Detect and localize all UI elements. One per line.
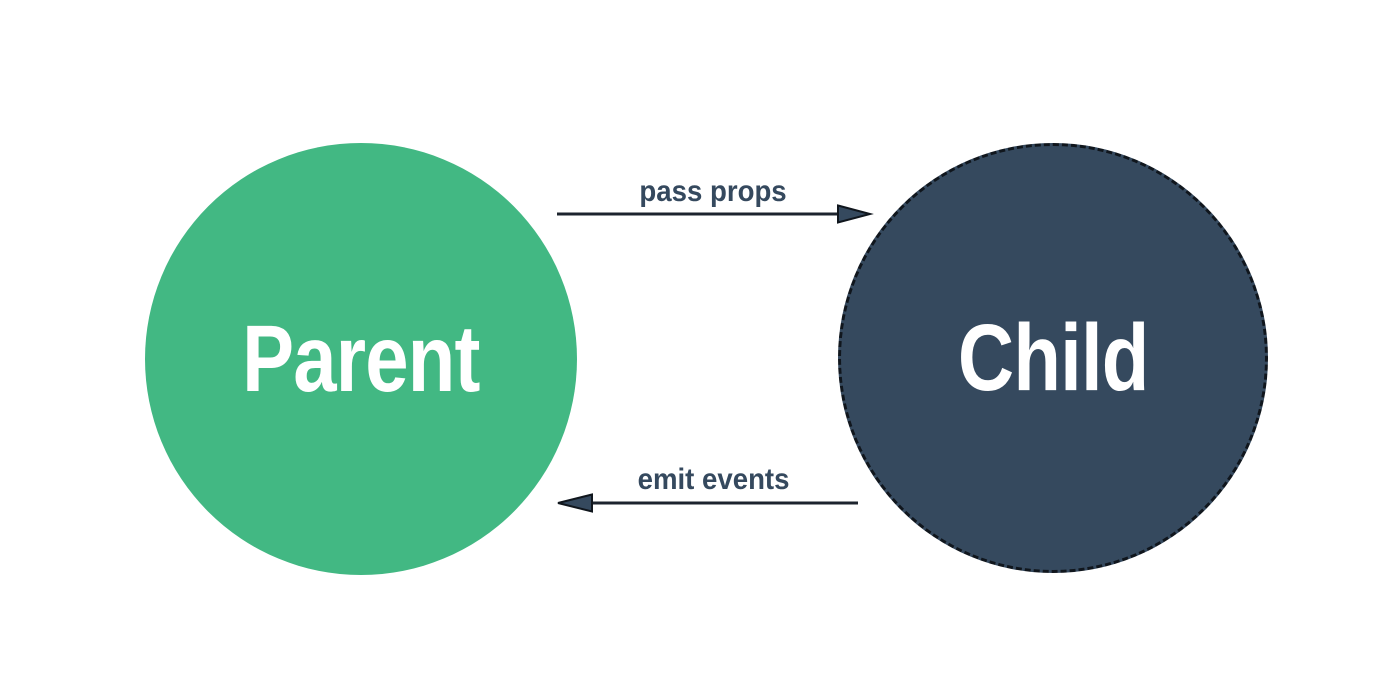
child-node: Child bbox=[838, 143, 1268, 573]
emit-events-arrow bbox=[557, 493, 858, 513]
emit-events-arrowhead-icon bbox=[557, 493, 593, 513]
emit-events-label-text: emit events bbox=[637, 463, 790, 496]
pass-props-arrowhead-icon bbox=[837, 204, 874, 224]
parent-node: Parent bbox=[145, 143, 577, 575]
pass-props-arrow bbox=[557, 204, 874, 224]
pass-props-label-text: pass props bbox=[639, 175, 788, 208]
pass-props-label: pass props bbox=[557, 177, 870, 207]
child-node-label: Child bbox=[957, 304, 1149, 411]
parent-node-label: Parent bbox=[242, 305, 480, 412]
emit-events-label: emit events bbox=[557, 465, 870, 495]
